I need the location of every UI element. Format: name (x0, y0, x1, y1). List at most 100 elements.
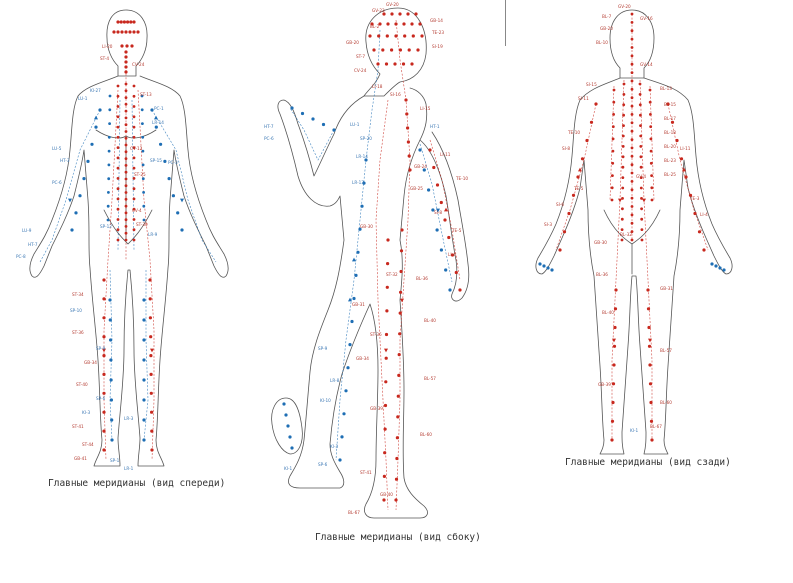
side-acupoint (385, 309, 389, 313)
back-acupoint (646, 288, 650, 292)
front-acupoint (141, 135, 145, 139)
side-acupoint (338, 458, 342, 462)
side-acupoint (377, 34, 381, 38)
front-acupoint (108, 108, 112, 112)
back-acupoint (630, 71, 634, 74)
front-stomach-channel (103, 89, 119, 461)
back-acupoint (585, 138, 589, 143)
side-point-label: SI-19 (432, 44, 443, 49)
front-acupoint (124, 184, 128, 188)
front-acupoint (149, 335, 153, 339)
back-acupoint (611, 400, 615, 405)
side-acupoint (401, 62, 406, 66)
side-acupoint (404, 98, 408, 102)
front-point-label: KI-3 (82, 410, 90, 415)
back-point-label: TE-3 (689, 196, 700, 201)
side-body-outline (277, 87, 428, 519)
front-acupoint (124, 82, 128, 86)
back-acupoint (693, 211, 697, 216)
side-acupoint (454, 270, 458, 275)
side-acupoint (372, 48, 376, 52)
back-acupoint (630, 121, 634, 125)
side-acupoint (383, 451, 387, 455)
side-acupoint (368, 34, 372, 38)
front-acupoint (132, 218, 136, 221)
side-acupoint (350, 319, 354, 324)
back-acupoint (630, 171, 634, 175)
front-acupoint (116, 20, 120, 24)
front-point-label: ST-44 (82, 442, 94, 447)
back-acupoint (630, 196, 634, 200)
back-acupoint (639, 134, 643, 138)
front-acupoint (110, 418, 114, 422)
front-point-label: PC-8 (16, 254, 26, 259)
front-acupoint (124, 191, 128, 194)
front-point-label: ST-40 (76, 382, 88, 387)
side-point-label: SP-20 (360, 136, 372, 141)
side-acupoint (394, 22, 398, 26)
back-acupoint (580, 157, 585, 161)
front-acupoint (86, 159, 90, 163)
back-point-label: GV-14 (640, 62, 653, 67)
side-acupoint (342, 412, 346, 416)
back-acupoint (611, 125, 615, 129)
front-acupoint (116, 146, 120, 150)
front-acupoint (124, 218, 128, 222)
front-acupoint (119, 20, 123, 24)
back-meridian-arrow (648, 338, 652, 343)
side-acupoint (435, 183, 440, 187)
back-acupoint (622, 82, 626, 86)
front-acupoint (142, 298, 146, 302)
side-point-label: KI-3 (330, 444, 338, 449)
side-meridian-arrow (444, 207, 448, 212)
side-acupoint (432, 165, 436, 170)
back-bladder-channel (639, 79, 653, 440)
side-point-label: HT-7 (264, 124, 274, 129)
side-acupoint (416, 48, 420, 52)
side-bladder-channel (395, 19, 411, 511)
side-acupoint (378, 22, 382, 26)
front-acupoint (148, 278, 152, 282)
back-acupoint (649, 125, 653, 129)
back-acupoint (630, 29, 634, 33)
side-point-label: HT-1 (430, 124, 440, 129)
side-point-label: BL-60 (420, 432, 432, 437)
front-acupoint (132, 177, 136, 180)
back-acupoint (620, 217, 624, 221)
front-point-label: CV-24 (132, 62, 145, 67)
front-acupoint (107, 149, 111, 153)
front-acupoint (124, 225, 128, 228)
side-acupoint (362, 181, 366, 185)
front-acupoint (78, 194, 82, 198)
front-acupoint (132, 187, 136, 191)
back-point-label: BL-7 (602, 14, 612, 19)
side-acupoint (402, 22, 406, 26)
back-acupoint (550, 268, 554, 272)
back-body-outline (609, 9, 655, 79)
front-acupoint (149, 354, 153, 358)
side-point-label: ST-41 (360, 470, 372, 475)
back-acupoint (612, 88, 616, 92)
back-acupoint (630, 21, 634, 24)
side-point-label: GB-20 (346, 40, 359, 45)
front-acupoint (125, 44, 129, 48)
front-acupoint (130, 44, 134, 48)
front-body-outline (103, 209, 153, 245)
front-acupoint (149, 372, 153, 376)
front-acupoint (124, 143, 128, 147)
back-acupoint (640, 207, 643, 211)
side-acupoint (400, 228, 404, 232)
back-point-label: LI-4 (700, 212, 708, 217)
front-acupoint (132, 135, 136, 139)
back-point-label: BL-60 (660, 400, 672, 405)
front-acupoint (142, 418, 146, 422)
side-acupoint (340, 435, 344, 439)
front-acupoint (132, 30, 136, 34)
front-acupoint (136, 30, 140, 34)
front-point-label: LU-9 (22, 228, 32, 233)
back-bladder-outer-channel (649, 85, 655, 201)
side-point-label: BL-36 (416, 276, 428, 281)
front-point-label: KI-27 (90, 88, 101, 93)
front-acupoint (124, 116, 128, 120)
front-acupoint (148, 297, 152, 301)
